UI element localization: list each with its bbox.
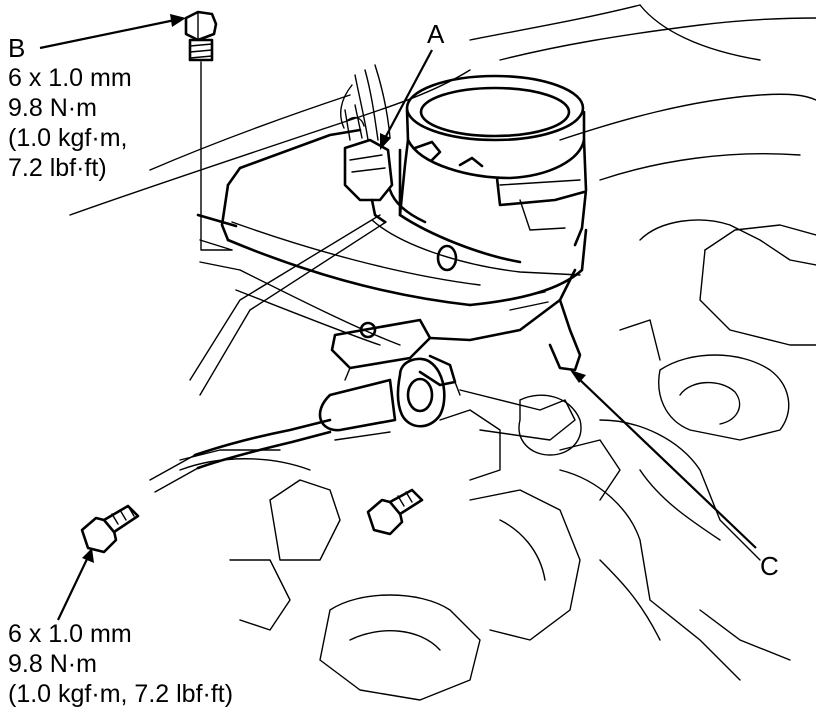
callout-label-a: A: [427, 19, 445, 49]
callout-label-c: C: [760, 551, 779, 581]
brake-lines: [149, 418, 332, 493]
spec-b-torque-nm: 9.8 N·m: [8, 94, 97, 122]
spec-b-torque-kgfm: (1.0 kgf·m,: [8, 124, 128, 152]
leader-arrow-b: [170, 14, 186, 27]
spec-bolts-torque-imperial: (1.0 kgf·m, 7.2 lbf·ft): [8, 680, 234, 708]
leader-line-c: [577, 377, 757, 549]
engine-components-right: [559, 219, 816, 681]
spec-bolts-size: 6 x 1.0 mm: [8, 620, 132, 648]
leader-line-lower-bolt: [57, 556, 89, 621]
spec-bolts-torque-nm: 9.8 N·m: [8, 650, 97, 678]
bolt-b-axis-line: [200, 61, 233, 251]
leader-arrow-a: [380, 133, 391, 150]
leader-arrow-c: [570, 370, 586, 383]
callout-label-b: B: [8, 33, 26, 63]
spec-b-torque-lbfft: 7.2 lbf·ft): [8, 154, 107, 182]
fluid-level-sensor-connector: [189, 104, 394, 396]
brake-fluid-reservoir: [196, 128, 581, 346]
bolt-b: [184, 10, 218, 62]
background-engine-bay-lines: [69, 4, 816, 216]
spec-b-size: 6 x 1.0 mm: [8, 64, 132, 92]
leader-arrow-lower-bolt: [82, 548, 94, 563]
bolt-lower-left: [80, 504, 140, 554]
leader-line-b: [39, 18, 176, 50]
leader-line-a: [383, 49, 433, 141]
master-cylinder-body: [318, 228, 588, 441]
bolt-lower-middle: [366, 488, 424, 536]
reservoir-filler-neck: [398, 74, 588, 247]
leader-lines: [39, 14, 757, 621]
